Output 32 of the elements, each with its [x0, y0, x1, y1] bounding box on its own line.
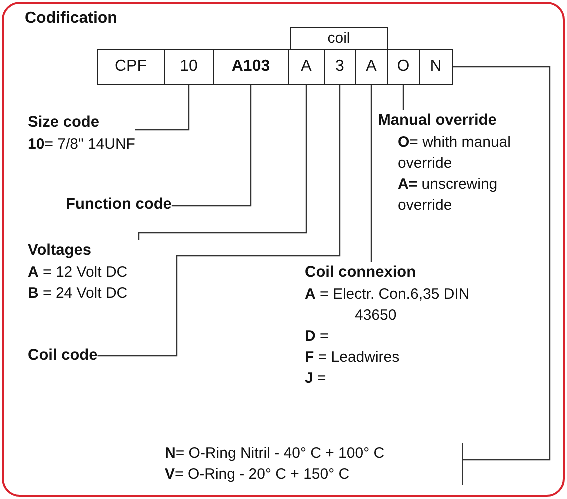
- code-definition: D =: [305, 327, 330, 347]
- code-cell: 10: [164, 49, 214, 85]
- section-heading: Size code: [28, 113, 100, 133]
- leader-line: [98, 85, 341, 357]
- section-heading: Coil connexion: [305, 263, 416, 283]
- leader-line: [138, 85, 308, 240]
- code-definition: F = Leadwires: [305, 348, 401, 368]
- code-definition: B = 24 Volt DC: [28, 284, 128, 304]
- bracket-group: [165, 443, 463, 485]
- code-definition: A = 12 Volt DC: [28, 263, 128, 283]
- code-cell: CPF: [97, 49, 165, 85]
- leader-line: [370, 85, 372, 262]
- code-cell: N: [419, 49, 453, 85]
- code-definition: V= O-Ring - 20° C + 150° C: [165, 465, 350, 485]
- code-definition: N= O-Ring Nitril - 40° C + 100° C: [165, 444, 385, 464]
- code-cell: A: [288, 49, 325, 85]
- leader-line: [402, 85, 404, 110]
- section-heading: Coil code: [28, 346, 98, 366]
- diagram-title: Codification: [25, 10, 118, 28]
- section-heading: Voltages: [28, 241, 92, 261]
- code-definition: 10= 7/8" 14UNF: [28, 135, 136, 155]
- code-cell: A103: [213, 49, 289, 85]
- leader-line: [453, 66, 551, 461]
- code-cell: O: [387, 49, 420, 85]
- code-definition: J =: [305, 369, 328, 389]
- leader-line: [135, 85, 190, 131]
- leader-line: [172, 85, 252, 207]
- code-definition: A= unscrewing override: [397, 175, 499, 216]
- group-label-box: coil: [290, 27, 388, 50]
- section-heading: Manual override: [378, 111, 497, 131]
- section-heading: Function code: [66, 195, 172, 215]
- code-definition: A = Electr. Con.6,35 DIN 43650: [305, 285, 471, 326]
